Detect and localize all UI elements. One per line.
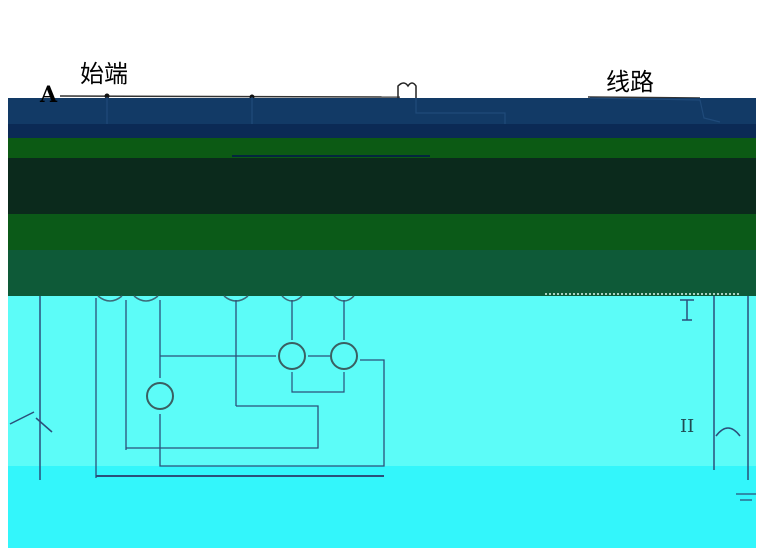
navy-wire [415, 98, 506, 124]
cyan-wire [126, 405, 319, 449]
ground-symbol [680, 299, 694, 321]
current-transformer-coil [397, 82, 417, 98]
cyan-wire [159, 359, 385, 467]
band-dark-green [8, 158, 756, 214]
meter-symbol [146, 382, 174, 410]
phase-a-label: A [40, 82, 58, 108]
meter-symbol [278, 342, 306, 370]
band-mid-green [8, 214, 756, 250]
band-navy [8, 98, 756, 124]
switch-blade [9, 411, 35, 425]
roman-two-label: II [680, 416, 695, 437]
navy-wire [589, 97, 721, 123]
band-green [8, 138, 756, 158]
line-label: 线路 [606, 68, 654, 96]
band-teal [8, 250, 756, 296]
switch-blade [35, 417, 53, 433]
line-wire [587, 96, 701, 99]
cyan-wire [291, 372, 345, 393]
terminal-loop [97, 295, 123, 302]
start-end-label: 始端 [80, 60, 128, 88]
band-dark-navy [8, 124, 756, 138]
switch-contact [715, 427, 741, 437]
meter-symbol [330, 342, 358, 370]
junction-dot [104, 93, 110, 99]
ground-marks [736, 493, 756, 501]
phase-a-wire [59, 95, 401, 98]
band-cyan-upper [8, 296, 756, 466]
band-cyan-lower [8, 466, 756, 548]
terminal-loop [133, 295, 159, 302]
